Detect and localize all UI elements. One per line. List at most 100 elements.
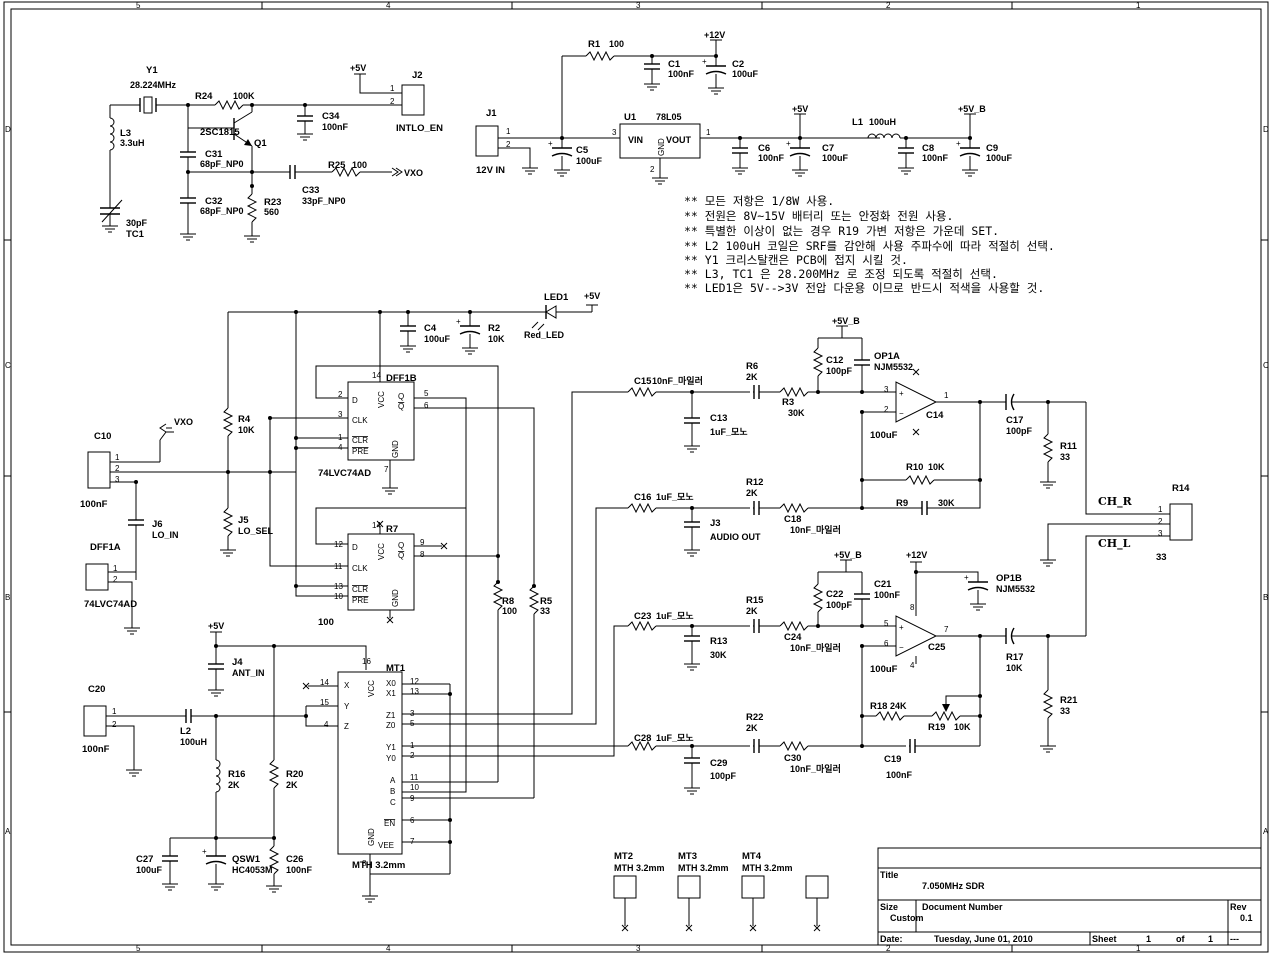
- qsw1-gnd: GND: [367, 828, 376, 846]
- svg-text:6: 6: [884, 639, 889, 648]
- r3-value: 100pF: [826, 366, 853, 376]
- svg-text:2: 2: [390, 97, 395, 106]
- j5-value: 100nF: [80, 499, 108, 510]
- dff1b-qn: Q: [398, 551, 404, 560]
- svg-text:5: 5: [884, 619, 889, 628]
- rail-12v-top: +12V: [704, 30, 725, 40]
- dff1b-d: D: [352, 543, 358, 552]
- c4-ref: R2: [488, 323, 500, 334]
- mt3: MT4 MTH 3.2mm: [741, 851, 793, 932]
- svg-text:14: 14: [372, 371, 381, 380]
- c10-ref: J6: [152, 519, 163, 530]
- svg-text:3: 3: [115, 475, 120, 484]
- rail-5vb-op1a: +5V_B: [832, 316, 860, 326]
- q1-type: 2SC1815: [200, 127, 240, 138]
- r20-value: 100nF: [286, 865, 313, 875]
- c1-ref: C1: [668, 59, 681, 70]
- rev-dashes: ---: [1230, 934, 1239, 944]
- qsw1-z0: Z0: [386, 721, 396, 730]
- r7-value: 100: [502, 606, 517, 616]
- svg-text:8: 8: [420, 550, 425, 559]
- transistor-q1: 2SC1815 Q1: [187, 105, 267, 172]
- c14-ref: C17: [1006, 415, 1023, 426]
- c2-ref: C2: [732, 59, 744, 70]
- r2-ref: R4: [238, 414, 251, 425]
- r9-ref: R10: [906, 462, 923, 473]
- dff1a-d: D: [352, 396, 358, 405]
- zone-bottom-3: 3: [636, 944, 641, 953]
- rail-5v-led: +5V: [584, 291, 600, 301]
- l2-value: 2K: [228, 780, 240, 790]
- svg-text:9: 9: [420, 538, 425, 547]
- c33-value: 33pF_NP0: [302, 196, 346, 206]
- r23-ref: R23: [264, 197, 281, 208]
- dff1a-clk: CLK: [352, 416, 368, 425]
- dff1a-value: 74LVC74AD: [318, 468, 371, 479]
- c27-ref: QSW1: [232, 854, 261, 865]
- j6-value: 74LVC74AD: [84, 599, 137, 610]
- opamp-op1b: +− 567 84 C25 100uF: [870, 603, 949, 675]
- c9-value: 100uF: [986, 153, 1013, 163]
- sheet-frame: 5 4 3 2 1 5 4 3 2 1 D C B A D C B A: [3, 1, 1269, 953]
- r14-ref: C23: [634, 611, 651, 622]
- svg-text:6: 6: [424, 401, 429, 410]
- c16-ref: R12: [746, 477, 763, 488]
- svg-text:3: 3: [1158, 529, 1163, 538]
- zone-bottom-2: 2: [886, 944, 891, 953]
- j5-ref: C10: [94, 431, 111, 442]
- led1-ref: LED1: [544, 292, 569, 303]
- net-ch-r: CH_R: [1098, 495, 1133, 509]
- r8-value: 33: [540, 606, 550, 616]
- c31-value: 68pF_NP0: [200, 159, 244, 169]
- r13-value: 100pF: [826, 600, 853, 610]
- c18-value: AUDIO OUT: [710, 532, 761, 542]
- dff1a-qn: Q: [398, 402, 404, 411]
- c5-ref: C5: [576, 145, 589, 156]
- c13-ref: R6: [746, 361, 758, 372]
- note-3: ** 특별한 이상이 없는 경우 R19 가변 저항은 가운데 SET.: [684, 224, 999, 238]
- r4-value: LO_SEL: [238, 526, 274, 536]
- c34-ref: C34: [322, 111, 340, 122]
- c24-value: 30K: [710, 650, 727, 660]
- r24-ref: R24: [195, 91, 213, 102]
- svg-text:2: 2: [1158, 517, 1163, 526]
- qsw1-en: EN: [384, 819, 395, 828]
- c26-value: 100uF: [136, 865, 163, 875]
- op1a-value: 100uF: [870, 430, 898, 441]
- svg-text:3: 3: [612, 128, 617, 137]
- c24-ref: R13: [710, 636, 727, 647]
- c29-value: 100nF: [886, 770, 913, 780]
- mt1-value: MTH 3.2mm: [614, 863, 665, 873]
- c4-value: 10K: [488, 334, 505, 344]
- c19-value: ANT_IN: [232, 668, 265, 678]
- r14-value: 1uF_모노: [656, 611, 694, 621]
- c17-ref: R9: [896, 498, 908, 509]
- svg-text:7: 7: [384, 465, 389, 474]
- svg-text:5: 5: [424, 389, 429, 398]
- crystal-y1: Y1 28.224MHz: [110, 65, 188, 114]
- svg-text:8: 8: [362, 859, 367, 868]
- r11-value: 1uF_모노: [656, 492, 694, 502]
- rail-12v-op: +12V: [906, 550, 927, 560]
- u1-value: 78L05: [656, 112, 682, 122]
- c17-value: 30K: [938, 498, 955, 508]
- trimmer-tc1: 30pF TC1: [100, 199, 148, 240]
- net-vxo-lo: VXO: [174, 417, 193, 427]
- lo-divider-section: C4 100uF R2 10K +5V LED1 Red_LED R4 10K …: [80, 291, 600, 798]
- l1-value: 100uH: [869, 117, 896, 127]
- zone-right-D: D: [1263, 125, 1269, 134]
- op1b-value: 100uF: [870, 664, 898, 675]
- l1-ref: L1: [852, 117, 864, 128]
- c10-value: LO_IN: [152, 530, 179, 540]
- svg-text:11: 11: [410, 773, 419, 782]
- r16-ref: R20: [286, 769, 303, 780]
- c1-value: 100nF: [668, 69, 695, 79]
- svg-text:2: 2: [506, 140, 511, 149]
- r12-ref: C18: [784, 514, 801, 525]
- zone-top-5: 5: [136, 1, 141, 10]
- svg-text:2: 2: [884, 405, 889, 414]
- j2-ref: J2: [412, 70, 423, 81]
- svg-text:1: 1: [944, 391, 949, 400]
- rev-value: 0.1: [1240, 913, 1253, 923]
- r8-ref: R5: [540, 596, 553, 607]
